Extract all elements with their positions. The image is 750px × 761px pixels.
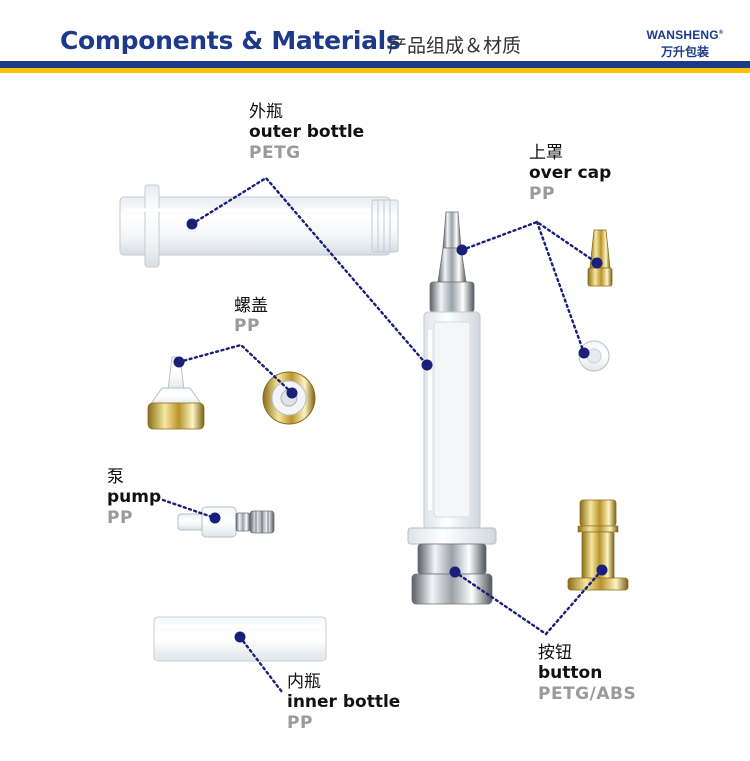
leader-lines (161, 176, 604, 694)
label-inner-bottle-en: inner bottle (287, 692, 401, 713)
label-over-cap-material: PP (529, 183, 555, 204)
label-button-material: PETG/ABS (538, 683, 637, 704)
label-over-cap: 上罩 over cap PP (529, 143, 611, 204)
pump-part (177, 506, 275, 538)
label-outer-bottle-cn: 外瓶 (249, 102, 283, 122)
label-outer-bottle: 外瓶 outer bottle PETG (249, 102, 364, 163)
header: Components & Materials 产品组成＆材质 WANSHENG®… (0, 0, 750, 80)
outer-bottle-part (119, 184, 399, 268)
label-outer-bottle-en: outer bottle (249, 122, 365, 143)
label-inner-bottle-cn: 内瓶 (287, 672, 321, 692)
label-over-cap-en: over cap (529, 163, 612, 184)
label-pump-material: PP (107, 507, 133, 528)
label-button: 按钮 button PETG/ABS (538, 643, 636, 704)
page-title: Components & Materials (60, 26, 401, 55)
label-button-en: button (538, 663, 603, 684)
label-pump-en: pump (107, 487, 162, 508)
header-yellow-stripe (0, 68, 750, 73)
callout-dots (173, 218, 608, 643)
label-button-cn: 按钮 (538, 643, 572, 663)
screw-cap-part (147, 356, 316, 430)
label-outer-bottle-material: PETG (249, 142, 301, 163)
brand-logo: WANSHENG® 万升包装 (640, 28, 730, 60)
registered-mark: ® (718, 30, 724, 36)
assembled-product (407, 211, 497, 605)
button-part (567, 499, 629, 591)
brand-name: WANSHENG® (646, 28, 724, 42)
label-screw-cap-material: PP (234, 316, 260, 337)
label-pump: 泵 pump PP (107, 467, 161, 528)
label-inner-bottle: 内瓶 inner bottle PP (287, 672, 400, 733)
label-screw-cap: 螺盖 PP (234, 296, 268, 337)
label-pump-cn: 泵 (107, 467, 124, 487)
header-blue-stripe (0, 61, 750, 68)
label-over-cap-cn: 上罩 (529, 143, 563, 163)
page-title-chinese: 产品组成＆材质 (388, 35, 522, 57)
label-screw-cap-cn: 螺盖 (234, 296, 268, 316)
label-inner-bottle-material: PP (287, 712, 313, 733)
brand-name-chinese: 万升包装 (660, 45, 709, 59)
